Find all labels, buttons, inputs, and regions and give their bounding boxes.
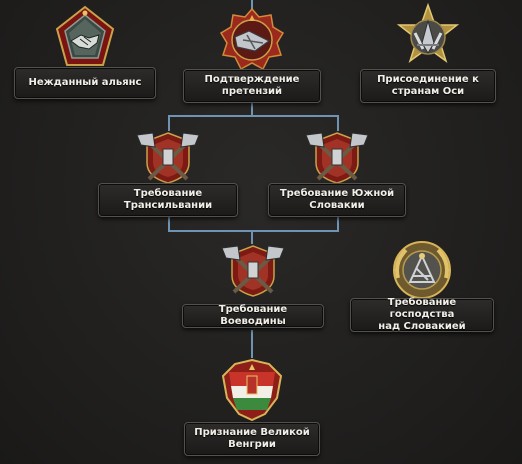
connector-line: [337, 217, 339, 231]
focus-recognize-greater-hungary[interactable]: Признание Великой Венгрии: [184, 358, 320, 458]
focus-label: Подтверждение претензий: [183, 69, 321, 103]
focus-join-axis[interactable]: Присоединение к странам Оси: [360, 2, 496, 103]
connector-line: [168, 115, 170, 131]
connector-line: [168, 115, 339, 117]
connector-line: [251, 330, 253, 358]
crossed-axes-icon: [133, 131, 203, 185]
broken-shield-icon: [219, 7, 285, 73]
focus-demand-south-slovakia[interactable]: Требование Южной Словакии: [268, 131, 406, 219]
axis-eagle-icon: [395, 2, 461, 71]
focus-label: Требование Трансильвании: [98, 183, 238, 217]
focus-demand-slovakia-dominance[interactable]: Требование господства над Словакией: [350, 240, 494, 332]
connector-line: [168, 230, 339, 232]
focus-unexpected-alliance[interactable]: Нежданный альянс: [14, 5, 156, 101]
focus-demand-vojvodina[interactable]: Требование Воеводины: [182, 244, 324, 330]
focus-label: Требование господства над Словакией: [350, 297, 494, 332]
focus-label: Требование Южной Словакии: [268, 183, 406, 217]
focus-demand-transylvania[interactable]: Требование Трансильвании: [98, 131, 238, 219]
connector-line: [251, 102, 253, 116]
hungarian-flag-icon: [217, 358, 287, 424]
connector-line: [251, 230, 253, 244]
connector-line: [337, 115, 339, 131]
crossed-axes-icon: [218, 244, 288, 298]
focus-label: Признание Великой Венгрии: [184, 422, 320, 456]
focus-label: Нежданный альянс: [14, 67, 156, 99]
focus-label: Требование Воеводины: [182, 304, 324, 328]
connector-line: [168, 217, 170, 231]
crossed-axes-icon: [302, 131, 372, 185]
laurel-emblem-icon: [386, 240, 458, 300]
focus-label: Присоединение к странам Оси: [360, 69, 496, 103]
focus-confirm-claims[interactable]: Подтверждение претензий: [183, 5, 321, 103]
handshake-icon: [51, 5, 119, 71]
